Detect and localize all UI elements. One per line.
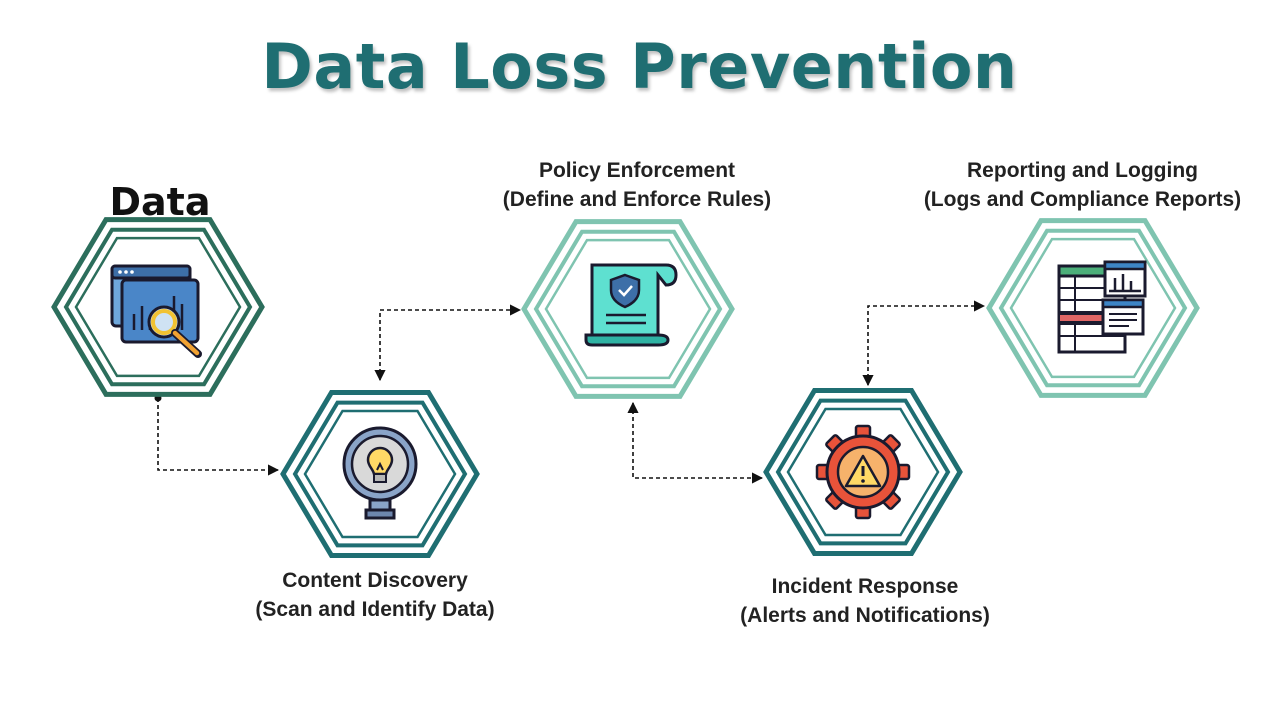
hexagon-ring [998,228,1188,388]
connectors [157,300,986,484]
hexagon-ring [986,218,1200,398]
connector-policy-to-incident [627,401,764,484]
alert-gear-icon [815,424,911,520]
node-label-incident-response: Incident Response (Alerts and Notificati… [700,572,1030,630]
node-subtitle: (Scan and Identify Data) [255,598,495,621]
node-title: Data [109,180,211,224]
node-label-reporting-logging: Reporting and Logging (Logs and Complian… [890,156,1275,214]
hexagon-ring [280,390,480,558]
node-subtitle: (Logs and Compliance Reports) [923,188,1242,211]
node-subtitle: (Define and Enforce Rules) [502,188,772,211]
connector-data-to-discovery [157,398,280,476]
connector-discovery-to-policy [374,304,522,382]
node-title: Policy Enforcement [538,159,736,182]
policy-document-icon [584,263,678,347]
hexagon-ring [533,229,723,389]
hexagon-ring [63,227,253,387]
hexagon-ring [763,388,963,556]
hexagon-ring [51,217,265,397]
hexagon-ring [292,400,468,548]
connector-incident-to-reporting [862,300,986,387]
node-title: Reporting and Logging [967,159,1198,182]
node-label-policy-enforcement: Policy Enforcement (Define and Enforce R… [462,156,812,214]
hexagon-ring [521,219,735,399]
lightbulb-scan-icon [342,426,418,520]
node-subtitle: (Alerts and Notifications) [740,604,990,627]
node-title: Content Discovery [282,569,468,592]
report-logs-icon [1057,260,1147,354]
node-label-content-discovery: Content Discovery (Scan and Identify Dat… [215,566,535,624]
node-title: Incident Response [771,575,959,598]
data-analysis-icon [110,264,202,358]
node-label-data: Data [60,182,260,222]
hexagon-ring [775,398,951,546]
page-title: Data Loss Prevention [261,30,1018,103]
